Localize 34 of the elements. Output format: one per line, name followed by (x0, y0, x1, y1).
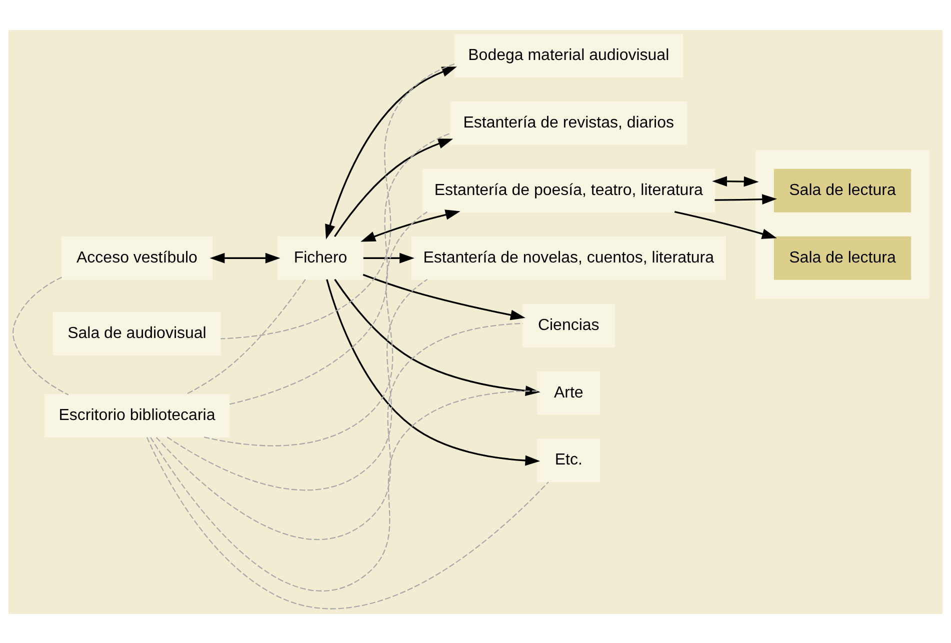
arrow (363, 252, 414, 263)
connector (185, 278, 306, 395)
connector (229, 132, 452, 404)
arrow (674, 210, 777, 238)
node-box: Estantería de poesía, teatro, literatura (422, 168, 715, 212)
arrow (326, 278, 540, 466)
arrow (334, 138, 454, 237)
node-box: Sala de lectura (774, 236, 912, 280)
node-box: Escritorio bibliotecaria (44, 394, 230, 438)
connector (12, 276, 69, 395)
arrow (712, 176, 759, 186)
connector (166, 278, 428, 490)
node-box: Sala de audiovisual (52, 311, 222, 355)
node-box: Bodega material audiovisual (454, 34, 683, 77)
node-box: Estantería de novelas, cuentos, literatura (411, 236, 726, 280)
node-box: Estantería de revistas, diarios (450, 100, 687, 144)
arrow (325, 66, 457, 239)
node-box: Fichero (278, 236, 364, 280)
arrow (334, 278, 540, 396)
connector (220, 62, 455, 339)
arrow (210, 252, 280, 263)
arrow (360, 209, 460, 242)
node-box: Acceso vestíbulo (62, 236, 212, 280)
connector (204, 210, 428, 446)
node-box: Sala de lectura (774, 168, 912, 212)
connector (156, 322, 523, 540)
connector (146, 436, 549, 609)
cluster (756, 150, 930, 298)
node-box: Arte (537, 370, 600, 414)
node-box: Ciencias (522, 303, 615, 347)
node-box: Etc. (537, 438, 600, 482)
arrow (362, 273, 526, 320)
connector (150, 390, 538, 591)
arrow (714, 194, 778, 204)
